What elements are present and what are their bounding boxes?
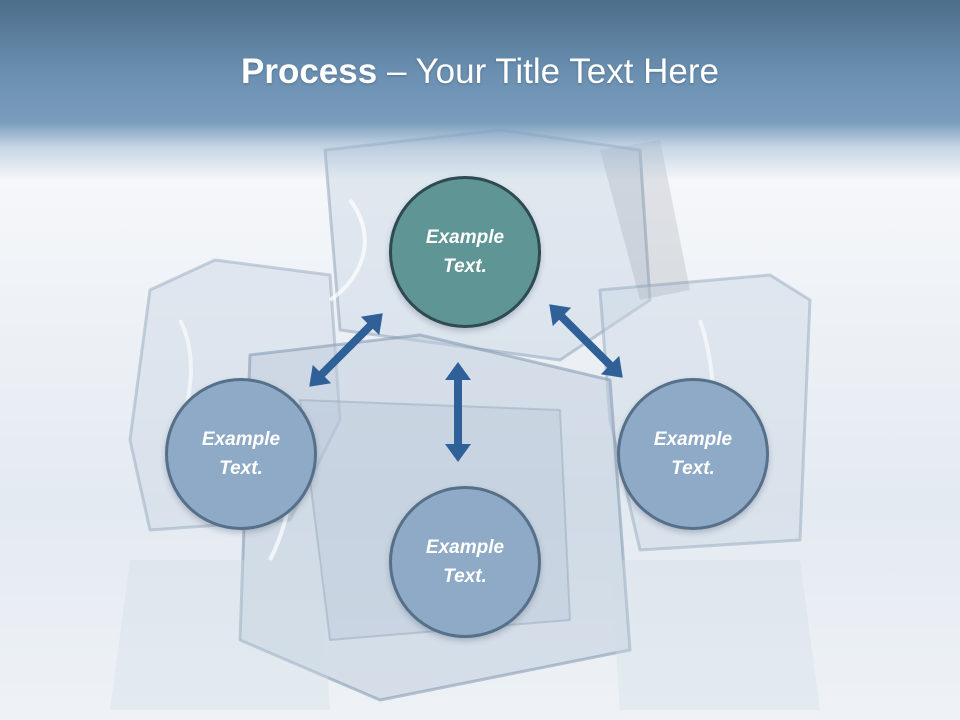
node-bottom-label: Example Text. bbox=[425, 537, 505, 587]
slide-title: Process – Your Title Text Here bbox=[0, 52, 960, 92]
node-right: Example Text. bbox=[617, 378, 769, 530]
node-right-label: Example Text. bbox=[653, 429, 733, 479]
title-bar bbox=[0, 0, 960, 180]
node-top: Example Text. bbox=[389, 176, 541, 328]
title-bold: Process bbox=[241, 52, 378, 91]
node-bottom: Example Text. bbox=[389, 486, 541, 638]
node-left-label: Example Text. bbox=[201, 429, 281, 479]
arrow-top-left bbox=[309, 313, 383, 387]
arrow-top-right bbox=[549, 304, 623, 378]
title-rest: – Your Title Text Here bbox=[377, 52, 719, 91]
arrow-top-bottom bbox=[445, 362, 471, 462]
node-left: Example Text. bbox=[165, 378, 317, 530]
node-top-label: Example Text. bbox=[425, 227, 505, 277]
